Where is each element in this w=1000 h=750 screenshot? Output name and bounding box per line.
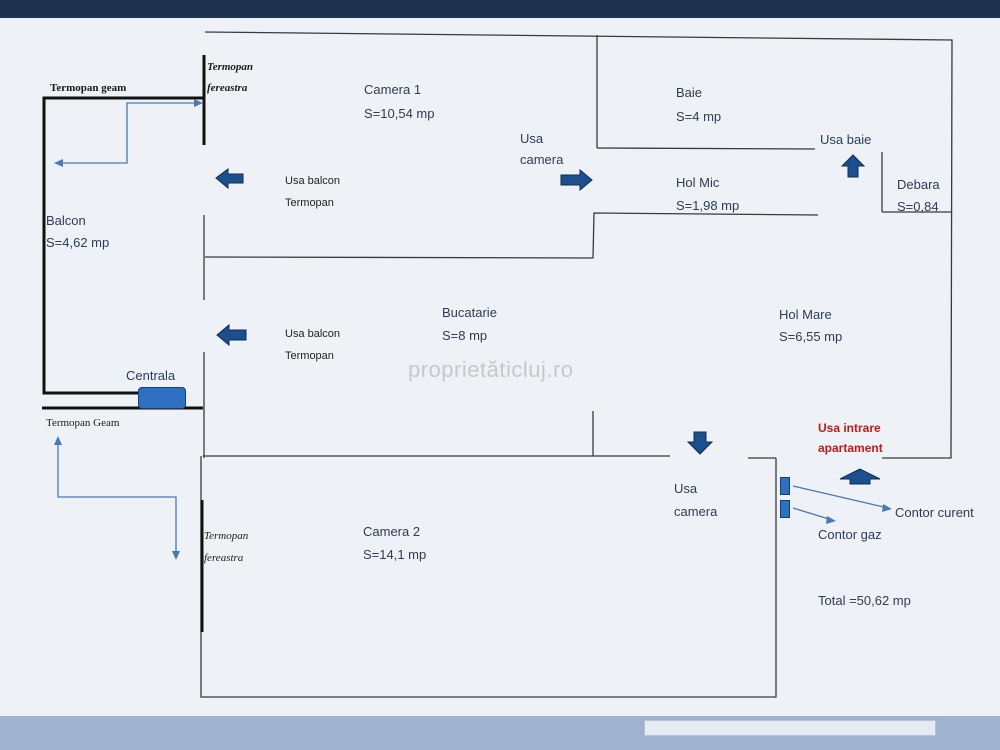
room-hol-mic-name: Hol Mic: [676, 175, 720, 190]
label-usa-intrare-2: apartament: [818, 441, 883, 455]
watermark: proprietăticluj.ro: [408, 357, 574, 382]
room-bucatarie-area: S=8 mp: [442, 328, 488, 343]
room-camera2-area: S=14,1 mp: [363, 547, 427, 562]
label-termopan-fereastra-bottom-2: fereastra: [204, 552, 244, 564]
label-total: Total =50,62 mp: [818, 593, 911, 608]
room-debara-area: S=0,84: [897, 199, 939, 214]
label-usa-camera-top-2: camera: [520, 152, 564, 167]
room-camera1-name: Camera 1: [364, 82, 422, 97]
centrala-unit: [138, 387, 186, 409]
label-termopan-fereastra-top-2: fereastra: [207, 82, 248, 94]
wall-baie-bottom: [596, 147, 816, 150]
room-baie-area: S=4 mp: [676, 109, 722, 124]
pointer-head-4: [172, 551, 180, 560]
label-contor-curent: Contor curent: [895, 505, 974, 520]
room-debara-name: Debara: [897, 177, 940, 192]
wall-balcon: [42, 96, 204, 395]
horizontal-scrollbar[interactable]: [644, 720, 936, 736]
room-camera2-name: Camera 2: [363, 524, 421, 539]
room-hol-mare-area: S=6,55 mp: [779, 329, 843, 344]
pointer-termopan-geam-top: [57, 102, 200, 164]
contor-gaz-meter: [780, 500, 790, 518]
contor-curent-meter: [780, 477, 790, 495]
label-usa-balcon-2: Usa balcon: [285, 328, 341, 340]
label-termopan-fereastra-top-1: Termopan: [207, 61, 254, 73]
room-hol-mic-area: S=1,98 mp: [676, 198, 740, 213]
screen-area: [0, 18, 1000, 720]
room-baie-name: Baie: [676, 85, 703, 100]
label-termopan-fereastra-bottom-1: Termopan: [204, 530, 249, 542]
label-usa-balcon-2-sub: Termopan: [285, 350, 334, 362]
pointer-contor-gaz: [792, 507, 833, 521]
label-termopan-geam-bottom: Termopan Geam: [46, 417, 120, 429]
label-centrala: Centrala: [126, 368, 176, 383]
arrow-down-usa-camera: [686, 431, 714, 455]
label-contor-gaz: Contor gaz: [818, 527, 882, 542]
label-termopan-geam-top: Termopan geam: [50, 82, 127, 94]
label-usa-baie: Usa baie: [820, 132, 872, 147]
pointer-head-3: [54, 436, 62, 445]
label-usa-camera-top-1: Usa: [520, 131, 544, 146]
arrow-up-intrare: [839, 468, 881, 485]
arrow-left-balcon-2: [216, 323, 247, 347]
pointer-contor-curent: [792, 485, 889, 509]
pointer-termopan-geam-bottom: [57, 440, 177, 556]
pointer-head-2: [54, 159, 63, 167]
pointer-head-1: [194, 99, 203, 107]
room-balcon-area: S=4,62 mp: [46, 235, 110, 250]
pointer-head-6: [826, 516, 836, 524]
room-bucatarie-name: Bucatarie: [442, 305, 497, 320]
arrow-left-balcon-1: [215, 168, 244, 190]
pointer-head-5: [882, 504, 892, 512]
arrow-right-usa-camera: [560, 168, 593, 192]
room-camera1-area: S=10,54 mp: [364, 106, 435, 121]
arrow-up-usa-baie: [840, 154, 866, 178]
room-hol-mare-name: Hol Mare: [779, 307, 832, 322]
wall-camera1-bottom: [204, 212, 819, 259]
wall-outer-top: [204, 31, 953, 459]
label-usa-balcon-1-sub: Termopan: [285, 197, 334, 209]
label-usa-camera-bottom-2: camera: [674, 504, 718, 519]
label-usa-intrare-1: Usa intrare: [818, 421, 881, 435]
label-usa-camera-bottom-1: Usa: [674, 481, 698, 496]
room-balcon-name: Balcon: [46, 213, 86, 228]
label-usa-balcon-1: Usa balcon: [285, 175, 341, 187]
